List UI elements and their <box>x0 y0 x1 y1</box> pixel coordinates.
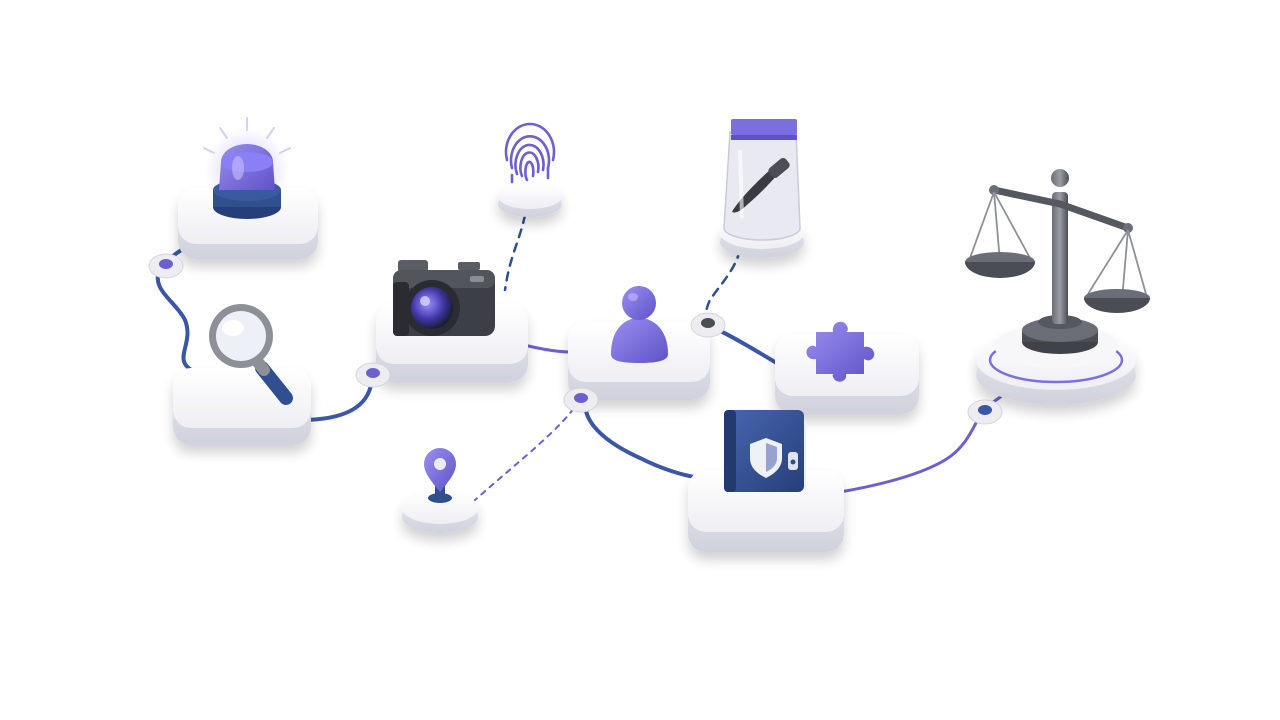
platforms <box>173 183 1136 552</box>
platform-investigation <box>173 368 311 445</box>
puzzle-piece-icon <box>806 321 875 382</box>
map-pin-icon <box>424 448 456 503</box>
knob-suspect-right <box>690 312 726 338</box>
connector-knobs <box>148 253 1003 425</box>
fingerprint-icon <box>504 122 556 184</box>
platform-location <box>402 492 478 533</box>
connector-camera-to-fingerprint <box>503 213 527 292</box>
siren-icon <box>203 117 291 219</box>
connector-suspect-to-location <box>474 399 581 501</box>
knob-beacon <box>148 253 184 279</box>
knob-justice <box>967 399 1003 425</box>
evidence-bag-icon <box>723 119 801 241</box>
knob-suspect-bottom <box>563 387 599 413</box>
scales-of-justice-icon <box>965 169 1150 354</box>
knob-camera-left <box>355 362 391 388</box>
connector-beacon-to-magnifier <box>155 236 207 374</box>
magnifying-glass-icon <box>209 304 293 405</box>
case-file-icon <box>724 410 806 492</box>
camera-icon <box>393 260 495 336</box>
platform-fingerprint-evidence <box>498 183 562 217</box>
person-icon <box>611 286 668 363</box>
